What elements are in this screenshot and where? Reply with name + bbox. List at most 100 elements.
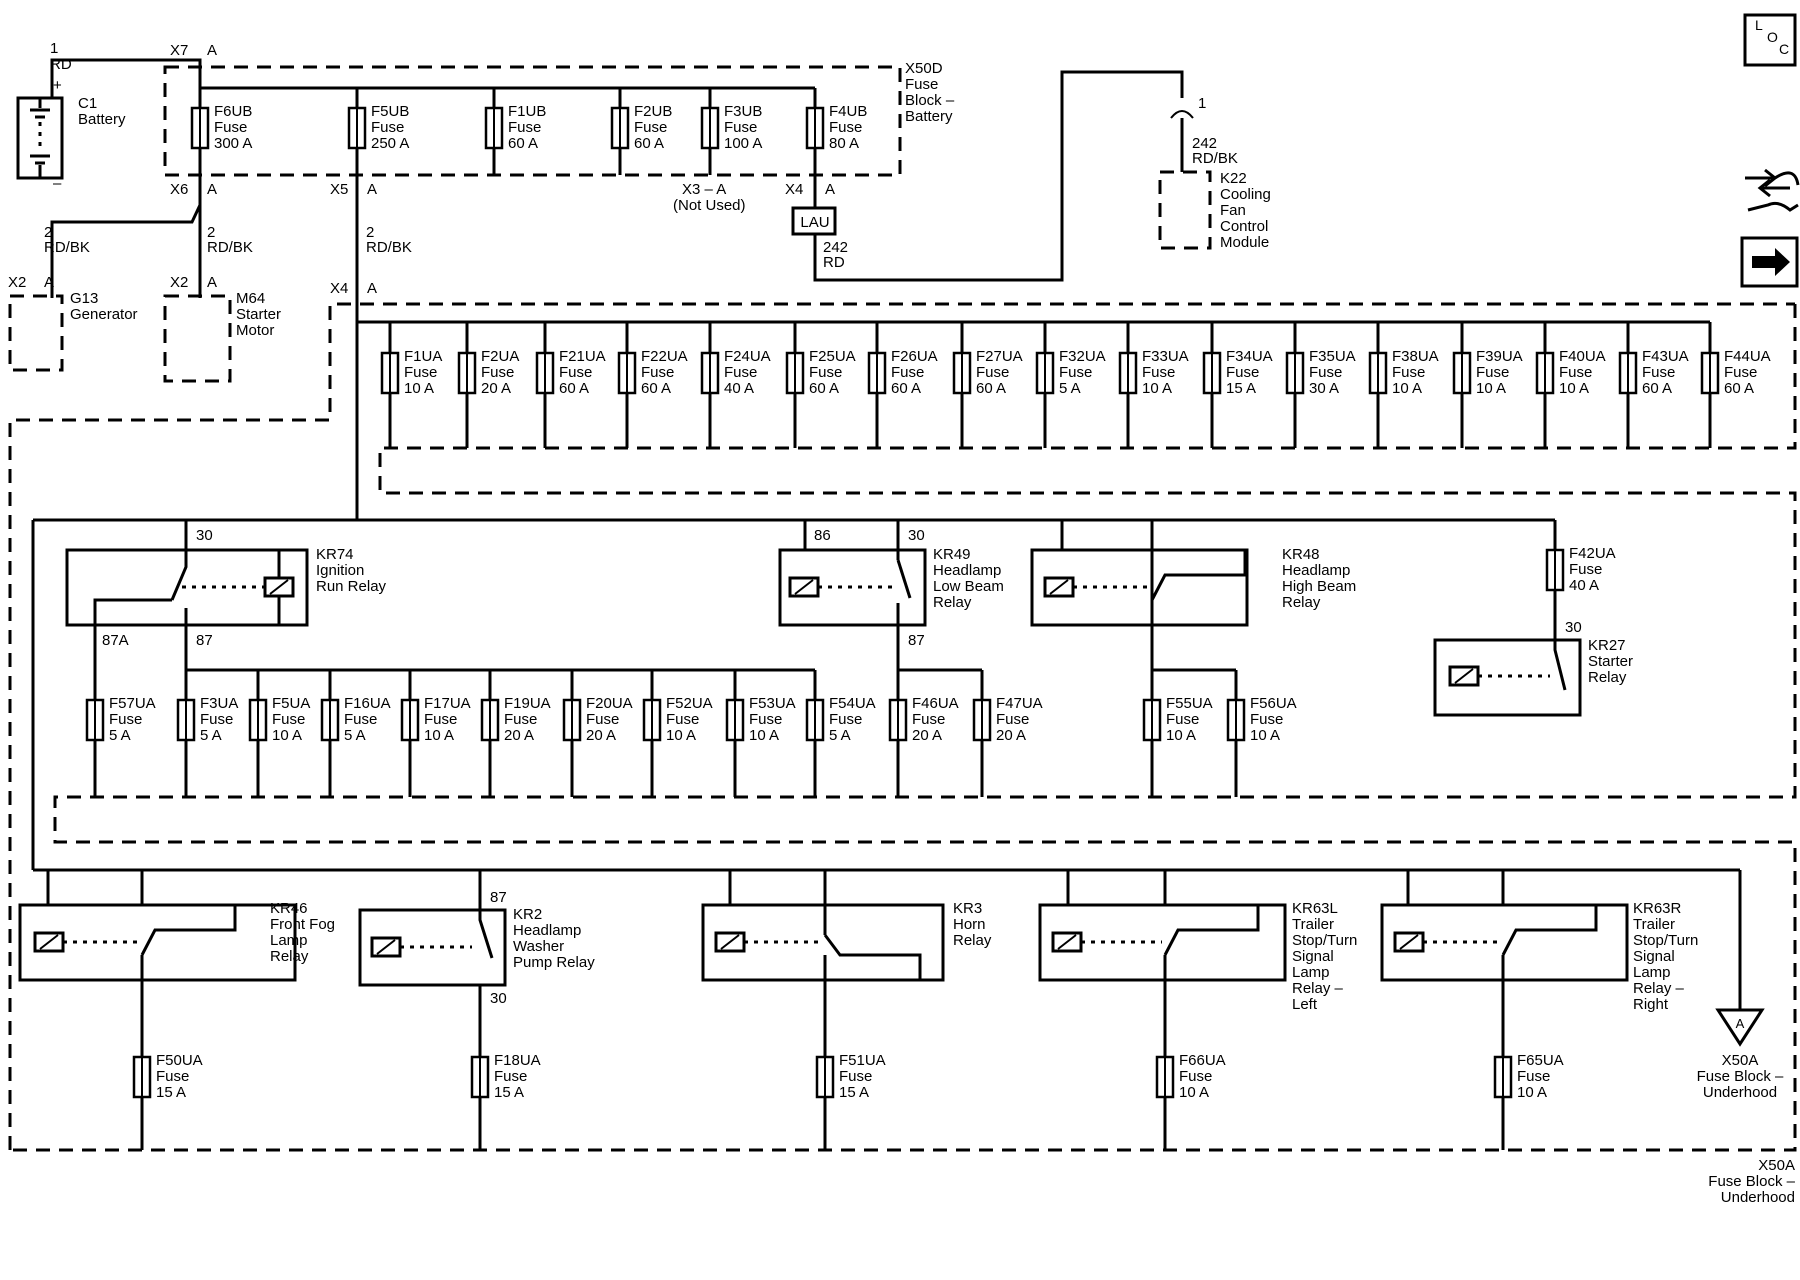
offpage-connector-shape (1715, 1008, 1765, 1047)
x5-pin: A (367, 181, 377, 198)
kr48-label-line-3: Relay (1282, 594, 1321, 611)
ub-fuse-f6ub-word: Fuse (214, 119, 247, 136)
next-page-arrow-icon[interactable] (1740, 236, 1799, 288)
row2-fuse-f52ua-name: F52UA (666, 695, 713, 712)
x7-connector: X7 (170, 42, 188, 59)
fuse-f42ua-word: Fuse (1569, 561, 1602, 578)
kr63r-label-line-0: KR63R (1633, 900, 1682, 917)
row1-fuse-f33ua-word: Fuse (1142, 364, 1175, 381)
x3-note: (Not Used) (673, 197, 746, 214)
kr46-label-line-1: Front Fog (270, 916, 335, 933)
kr2-label-line-2: Washer (513, 938, 564, 955)
row1-fuse-f34ua-word: Fuse (1226, 364, 1259, 381)
kr74-pin-30: 30 (196, 527, 213, 544)
g13-label-line-1: Generator (70, 306, 138, 323)
g13-label-line-0: G13 (70, 290, 98, 307)
ub-fuse-f4ub-word: Fuse (829, 119, 862, 136)
row1-fuse-f38ua-word: Fuse (1392, 364, 1425, 381)
row2-fuse-f57ua-name: F57UA (109, 695, 156, 712)
kr49-label-line-1: Headlamp (933, 562, 1001, 579)
starter-wire-line-0: 2 (207, 224, 215, 241)
row2-fuse-f52ua-word: Fuse (666, 711, 699, 728)
row1-fuse-f44ua-amp: 60 A (1724, 380, 1754, 397)
row2-fuse-f57ua-amp: 5 A (109, 727, 131, 744)
row2-fuse-f47ua-word: Fuse (996, 711, 1029, 728)
k22-label-line-0: K22 (1220, 170, 1247, 187)
row1-fuse-f24ua-amp: 40 A (724, 380, 754, 397)
kr48-label-line-2: High Beam (1282, 578, 1356, 595)
ub-fuse-f2ub-name: F2UB (634, 103, 672, 120)
row3-fuse-f18ua-amp: 15 A (494, 1084, 524, 1101)
x50a-label-line-2: Underhood (1721, 1189, 1795, 1206)
kr46-relay-box (18, 903, 297, 982)
row2-fuse-f54ua-name: F54UA (829, 695, 876, 712)
row3-fuse-f65ua-word: Fuse (1517, 1068, 1550, 1085)
kr46-label-line-0: KR46 (270, 900, 308, 917)
row1-fuse-f40ua-word: Fuse (1559, 364, 1592, 381)
offpage-label-line-0: X50A (1722, 1052, 1759, 1069)
x50d-label-line-2: Block – (905, 92, 955, 109)
row2-fuse-f20ua-word: Fuse (586, 711, 619, 728)
kr49-label-line-2: Low Beam (933, 578, 1004, 595)
g13-connector: X2 (8, 274, 26, 291)
loc-letter-c: C (1779, 41, 1789, 57)
kr48-label-line-1: Headlamp (1282, 562, 1350, 579)
ub-fuse-f3ub-word: Fuse (724, 119, 757, 136)
row2-fuse-f20ua-name: F20UA (586, 695, 633, 712)
x4-connector: X4 (785, 181, 803, 198)
x50a-input-pin: A (367, 280, 377, 297)
row1-fuse-f33ua-name: F33UA (1142, 348, 1189, 365)
k22-module-border (1158, 170, 1212, 250)
m64-label-line-0: M64 (236, 290, 265, 307)
row2-fuse-f3ua-name: F3UA (200, 695, 238, 712)
k22-label-line-4: Module (1220, 234, 1269, 251)
kr49-relay-box (778, 548, 927, 627)
x4-pin: A (825, 181, 835, 198)
row3-fuse-f51ua-amp: 15 A (839, 1084, 869, 1101)
row1-fuse-f34ua-name: F34UA (1226, 348, 1273, 365)
kr63r-label-line-6: Right (1633, 996, 1669, 1013)
row1-fuse-f35ua-amp: 30 A (1309, 380, 1339, 397)
ub-fuse-f6ub-name: F6UB (214, 103, 252, 120)
x50d-label-line-0: X50D (905, 60, 943, 77)
row2-fuse-f19ua-amp: 20 A (504, 727, 534, 744)
kr46-label-line-2: Lamp (270, 932, 308, 949)
kr49-pin-30: 30 (908, 527, 925, 544)
k22-wire-line-0: 242 (1192, 135, 1217, 152)
ub-fuse-f4ub-amp: 80 A (829, 135, 859, 152)
row3-fuse-f65ua-amp: 10 A (1517, 1084, 1547, 1101)
battery-minus: – (53, 175, 62, 192)
row3-fuse-f50ua-amp: 15 A (156, 1084, 186, 1101)
x6-connector: X6 (170, 181, 188, 198)
row2-fuse-f17ua-word: Fuse (424, 711, 457, 728)
row1-fuse-f26ua-amp: 60 A (891, 380, 921, 397)
row2-fuse-f53ua-amp: 10 A (749, 727, 779, 744)
row2-fuse-f54ua-word: Fuse (829, 711, 862, 728)
kr2-pin-87: 87 (490, 889, 507, 906)
row2-fuse-f54ua-amp: 5 A (829, 727, 851, 744)
kr27-pin-30: 30 (1565, 619, 1582, 636)
row2-fuse-f16ua-word: Fuse (344, 711, 377, 728)
row1-fuse-f40ua-name: F40UA (1559, 348, 1606, 365)
lau-label: LAU (800, 214, 829, 231)
kr49-pin-86: 86 (814, 527, 831, 544)
row1-fuse-f1ua-amp: 10 A (404, 380, 434, 397)
generator-wire-line-0: 2 (44, 224, 52, 241)
x50d-fuse-block-border (163, 65, 902, 177)
k22-pin: 1 (1198, 95, 1206, 112)
row2-fuse-f46ua-name: F46UA (912, 695, 959, 712)
kr74-label-line-2: Run Relay (316, 578, 387, 595)
row1-fuse-f25ua-word: Fuse (809, 364, 842, 381)
m64-connector: X2 (170, 274, 188, 291)
row2-fuse-f16ua-amp: 5 A (344, 727, 366, 744)
row2-fuse-f57ua-word: Fuse (109, 711, 142, 728)
row1-fuse-f21ua-name: F21UA (559, 348, 606, 365)
fuses-layer (85, 88, 1720, 1099)
row1-fuse-f24ua-word: Fuse (724, 364, 757, 381)
ub-fuse-f3ub-name: F3UB (724, 103, 762, 120)
ub-fuse-f5ub-amp: 250 A (371, 135, 409, 152)
x50a-label-line-0: X50A (1758, 1157, 1795, 1174)
battery-plus: + (53, 77, 62, 94)
row1-fuse-f21ua-amp: 60 A (559, 380, 589, 397)
battery-label-line-1: Battery (78, 111, 126, 128)
